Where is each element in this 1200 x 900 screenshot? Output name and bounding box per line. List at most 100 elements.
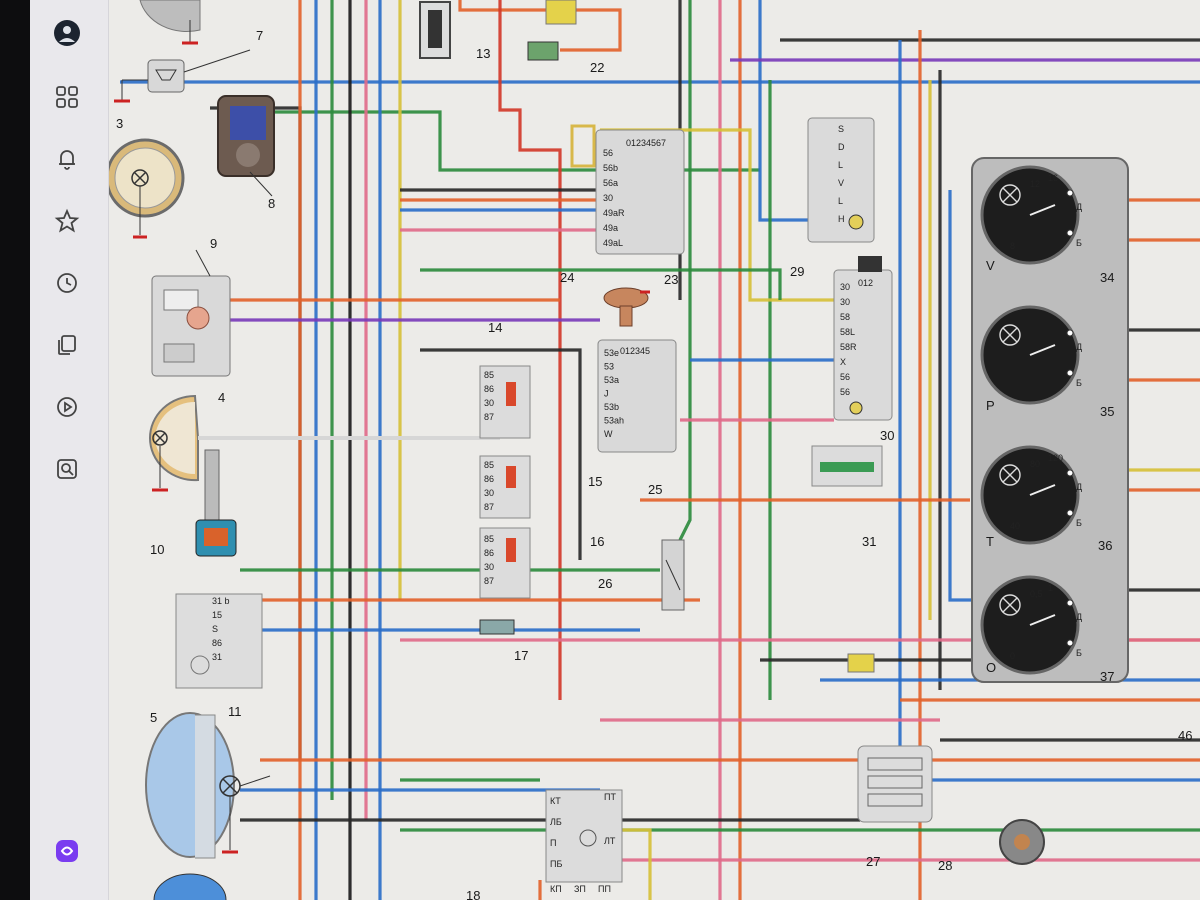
gauge-side-0: V xyxy=(986,258,995,273)
resistor-31 xyxy=(811,445,883,487)
callout-13: 13 xyxy=(476,46,490,61)
callout-5: 5 xyxy=(150,710,157,725)
horn-8 xyxy=(217,95,275,197)
relay25-pin-1: 53 xyxy=(604,362,614,372)
relay25-pin-4: 53b xyxy=(604,402,619,412)
sensor-24 xyxy=(603,287,650,327)
sidebar-item-assistant[interactable] xyxy=(50,834,84,868)
relay-15 xyxy=(479,455,531,519)
relay15-pin-0: 85 xyxy=(484,460,494,470)
gauge-pin-6: Д xyxy=(1076,612,1082,622)
sidebar-item-video[interactable] xyxy=(50,390,84,424)
switch30-pin-7: 56 xyxy=(840,387,850,397)
sidebar-item-notifications[interactable] xyxy=(50,142,84,176)
relay14-pin-0: 85 xyxy=(484,370,494,380)
sidebar-item-history[interactable] xyxy=(50,266,84,300)
switch29-pin-3: V xyxy=(838,178,844,188)
callout-30: 30 xyxy=(880,428,894,443)
gauge-pin-2: Д xyxy=(1076,342,1082,352)
switch11-pin-4: 31 xyxy=(212,652,222,662)
sidebar xyxy=(30,0,109,900)
connector-27 xyxy=(857,745,933,823)
callout-3: 3 xyxy=(116,116,123,131)
relay-25 xyxy=(597,339,677,453)
gauge-scale-0-0: 8 xyxy=(1010,241,1015,251)
gauge-scale-2-2: 1 xyxy=(1048,583,1053,593)
gauge-pin-5: Б xyxy=(1076,518,1082,528)
unit-18 xyxy=(545,789,623,883)
gauges xyxy=(980,165,1080,675)
switch11-pin-1: 15 xyxy=(212,610,222,620)
switch30-pin-4: 58R xyxy=(840,342,857,352)
callout-15: 15 xyxy=(588,474,602,489)
gauge-scale-0-1: 12 xyxy=(1030,179,1040,189)
relay23-pin-2: 56a xyxy=(603,178,618,188)
callout-18: 18 xyxy=(466,888,480,900)
sidebar-item-apps[interactable] xyxy=(50,80,84,114)
gauge-pin-4: Д xyxy=(1076,482,1082,492)
pin-strip-25: 012345 xyxy=(620,346,650,356)
unit18-left-0: КТ xyxy=(550,796,561,806)
switch30-pin-5: X xyxy=(840,357,846,367)
callout-22: 22 xyxy=(590,60,604,75)
switch11-pin-2: S xyxy=(212,624,218,634)
relay23-pin-6: 49aL xyxy=(603,238,623,248)
callout-37: 37 xyxy=(1100,669,1114,684)
clock-icon xyxy=(57,273,77,293)
sidebar-item-image-search[interactable] xyxy=(50,452,84,486)
bell-icon xyxy=(59,150,75,170)
gauge-pin-1: Б xyxy=(1076,238,1082,248)
relay23-pin-4: 49aR xyxy=(603,208,625,218)
relay25-pin-3: J xyxy=(604,389,609,399)
grid-icon xyxy=(56,86,78,108)
avatar-icon xyxy=(54,20,80,46)
relay23-pin-5: 49a xyxy=(603,223,618,233)
switch29-pin-2: L xyxy=(838,160,843,170)
switch29-pin-0: S xyxy=(838,124,844,134)
unit18-left-3: ПБ xyxy=(550,859,562,869)
callout-4: 4 xyxy=(218,390,225,405)
connector-block xyxy=(847,653,875,673)
gauge-scale-1-0: 40 xyxy=(1010,521,1020,531)
lamp-bottom xyxy=(153,873,227,900)
lamp-4 xyxy=(148,394,500,492)
callout-10: 10 xyxy=(150,542,164,557)
switch-11 xyxy=(175,593,263,689)
lamp-3 xyxy=(105,138,185,239)
callout-29: 29 xyxy=(790,264,804,279)
gauge-scale-0-2: 16 xyxy=(1048,173,1058,183)
pin-strip-23: 01234567 xyxy=(626,138,666,148)
star-icon xyxy=(54,208,80,233)
fuse-22 xyxy=(527,41,559,61)
relay16-pin-3: 87 xyxy=(484,576,494,586)
switch11-pin-3: 86 xyxy=(212,638,222,648)
gauge-side-1: P xyxy=(986,398,995,413)
sidebar-item-favorites[interactable] xyxy=(50,204,84,238)
callout-36: 36 xyxy=(1098,538,1112,553)
gauge-side-3: O xyxy=(986,660,996,675)
pin-strip-30: 012 xyxy=(858,278,873,288)
callout-34: 34 xyxy=(1100,270,1114,285)
switch30-pin-6: 56 xyxy=(840,372,850,382)
gauge-scale-1-1: 80 xyxy=(1030,459,1040,469)
switch30-pin-1: 30 xyxy=(840,297,850,307)
relay15-pin-2: 30 xyxy=(484,488,494,498)
switch29-pin-4: L xyxy=(838,196,843,206)
switch30-pin-2: 58 xyxy=(840,312,850,322)
switch29-pin-5: H xyxy=(838,214,845,224)
avatar[interactable] xyxy=(50,16,84,50)
gauge-pin-3: Б xyxy=(1076,378,1082,388)
relay-23 xyxy=(570,124,685,255)
callout-26: 26 xyxy=(598,576,612,591)
callout-27: 27 xyxy=(866,854,880,869)
relay25-pin-2: 53a xyxy=(604,375,619,385)
relay-14 xyxy=(479,365,531,439)
callout-14: 14 xyxy=(488,320,502,335)
callout-24: 24 xyxy=(560,270,574,285)
relay23-pin-3: 30 xyxy=(603,193,613,203)
callout-35: 35 xyxy=(1100,404,1114,419)
sidebar-item-documents[interactable] xyxy=(50,328,84,362)
switch30-pin-0: 30 xyxy=(840,282,850,292)
relay-16 xyxy=(479,527,531,599)
relay25-pin-6: W xyxy=(604,429,613,439)
